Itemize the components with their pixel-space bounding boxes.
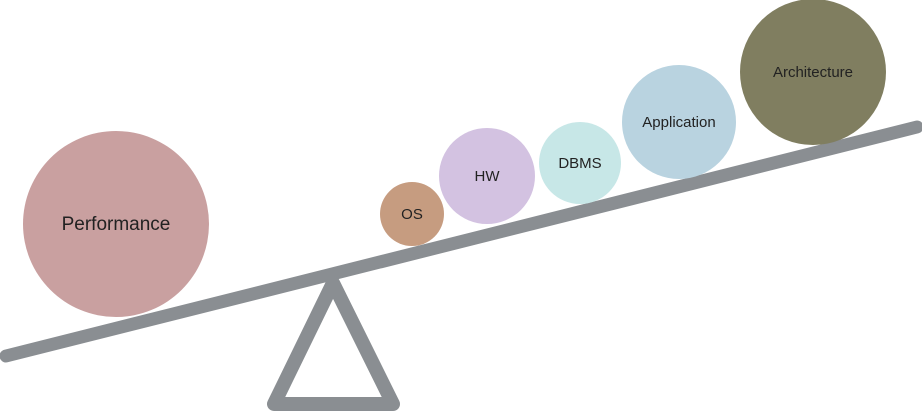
seesaw-beam (0, 120, 922, 363)
hw-circle (439, 128, 535, 224)
application-circle (622, 65, 736, 179)
circle-os: OS (380, 182, 444, 246)
hw-label: HW (475, 168, 501, 185)
architecture-circle (740, 0, 886, 145)
dbms-label: DBMS (558, 155, 601, 172)
circle-architecture: Architecture (740, 0, 886, 145)
circle-performance: Performance (23, 131, 209, 317)
circle-dbms: DBMS (539, 122, 621, 204)
circle-application: Application (622, 65, 736, 179)
fulcrum-triangle (267, 276, 400, 411)
application-label: Application (642, 114, 715, 131)
dbms-circle (539, 122, 621, 204)
circle-hw: HW (439, 128, 535, 224)
os-circle (380, 182, 444, 246)
performance-circle (23, 131, 209, 317)
os-label: OS (401, 206, 423, 223)
architecture-label: Architecture (773, 64, 853, 81)
performance-label: Performance (62, 214, 171, 235)
